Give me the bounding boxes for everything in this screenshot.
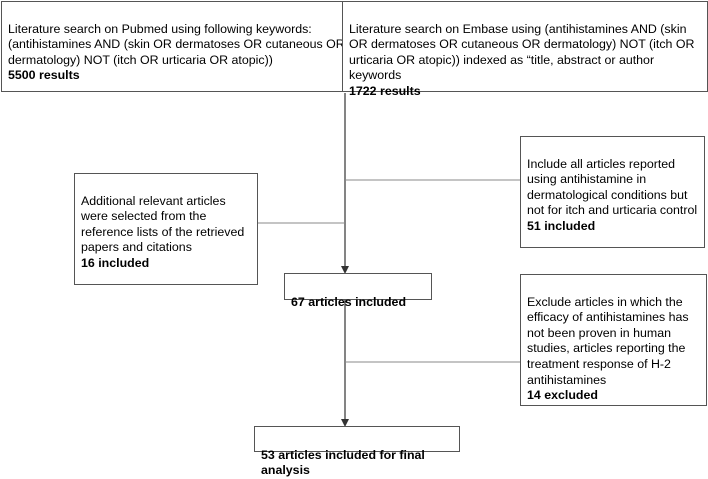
exclude-criteria-text: Exclude articles in which the efficacy o… — [527, 294, 689, 387]
embase-search-box: Literature search on Embase using (antih… — [342, 1, 708, 98]
connector-lines — [258, 93, 520, 427]
include-count: 51 included — [527, 218, 596, 233]
pubmed-search-text: Literature search on Pubmed using follow… — [8, 21, 345, 67]
final-analysis-text: 53 articles included for final analysis — [261, 447, 425, 478]
embase-search-text: Literature search on Embase using (antih… — [349, 21, 695, 83]
final-analysis-box: 53 articles included for final analysis — [254, 426, 460, 477]
additional-articles-box: Additional relevant articles were select… — [74, 173, 258, 285]
pubmed-search-box: Literature search on Pubmed using follow… — [1, 1, 367, 92]
exclude-count: 14 excluded — [527, 388, 598, 403]
included-67-text: 67 articles included — [291, 294, 407, 309]
additional-articles-text: Additional relevant articles were select… — [81, 193, 245, 255]
embase-count: 1722 results — [349, 83, 421, 98]
additional-count: 16 included — [81, 255, 150, 270]
included-67-box: 67 articles included — [284, 273, 432, 309]
pubmed-count: 5500 results — [8, 68, 80, 83]
exclude-criteria-box: Exclude articles in which the efficacy o… — [520, 274, 707, 406]
include-criteria-text: Include all articles reported using anti… — [527, 156, 698, 218]
include-criteria-box: Include all articles reported using anti… — [520, 136, 705, 248]
